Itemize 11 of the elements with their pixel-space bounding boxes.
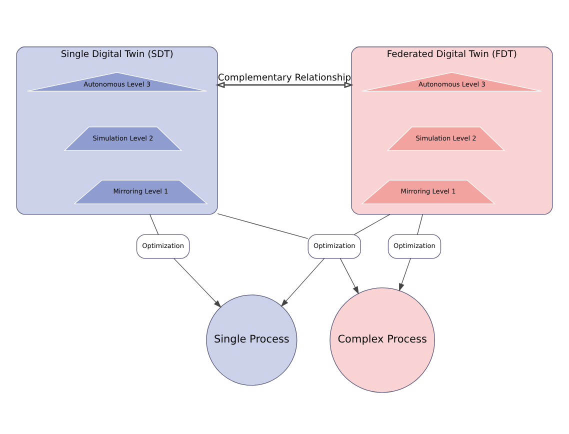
connector bbox=[354, 214, 390, 235]
arrow bbox=[399, 258, 411, 292]
node-circle: Single Process bbox=[206, 294, 298, 386]
connector bbox=[417, 214, 423, 235]
edge-label: Complementary Relationship bbox=[218, 72, 352, 84]
connector bbox=[217, 213, 308, 239]
arrow bbox=[174, 258, 222, 308]
arrow bbox=[280, 258, 325, 307]
arrow bbox=[216, 82, 354, 88]
arrow bbox=[340, 258, 359, 294]
connector bbox=[149, 214, 159, 235]
